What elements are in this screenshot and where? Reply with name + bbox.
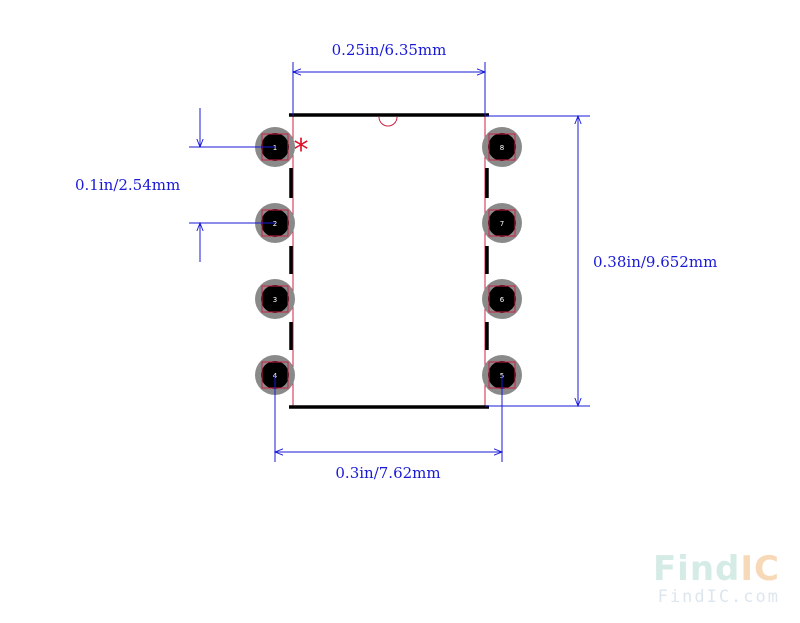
svg-text:FindIC: FindIC [653,549,780,589]
watermark-logo-find: Find [653,549,740,589]
dimension-body-length-label: 0.38in/9.652mm [593,253,717,271]
dimension-row-spacing [275,375,502,462]
silkscreen-outline [289,113,489,409]
dimension-body-width [293,62,485,116]
dimension-pitch [189,108,275,262]
dimension-body-width-label: 0.25in/6.35mm [332,41,447,59]
package-notch [378,116,398,127]
svg-text:7: 7 [500,220,504,228]
pad-8: 8 [482,127,522,167]
dimension-pitch-label: 0.1in/2.54mm [75,176,180,194]
pad-7: 7 [482,203,522,243]
pad-3: 3 [255,279,295,319]
svg-text:2: 2 [273,220,277,228]
svg-text:6: 6 [500,296,505,304]
svg-text:8: 8 [500,144,504,152]
pin1-marker: * [294,133,309,168]
watermark-url: FindIC.com [658,587,780,607]
svg-text:1: 1 [273,144,277,152]
dimension-row-spacing-label: 0.3in/7.62mm [335,464,440,482]
findic-watermark: FindIC FindIC.com [653,549,780,607]
pad-6: 6 [482,279,522,319]
watermark-logo-ic: IC [740,549,780,589]
svg-text:3: 3 [273,296,277,304]
package-body-outline [292,115,486,407]
